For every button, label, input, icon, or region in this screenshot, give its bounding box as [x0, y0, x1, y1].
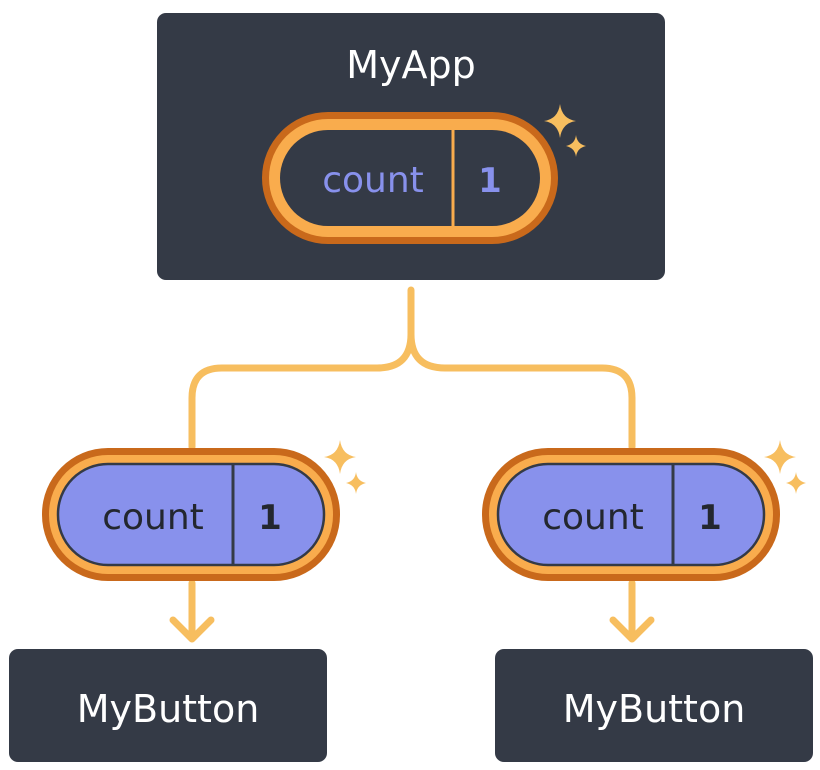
- mybutton-prop-value: 1: [698, 498, 722, 538]
- connector-branch: [188, 286, 415, 451]
- mybutton-component-right: MyButton: [495, 649, 813, 762]
- myapp-state-key: count: [322, 160, 424, 201]
- mybutton-box: [9, 649, 327, 762]
- arrow-head-icon: [169, 616, 215, 643]
- mybutton-prop-pill-right: count 1: [482, 448, 780, 581]
- sparkle-icon: [544, 104, 586, 157]
- connector-lines: [169, 286, 655, 643]
- myapp-component: MyApp count 1: [157, 13, 665, 280]
- mybutton-component-left: MyButton: [9, 649, 327, 762]
- mybutton-prop-key: count: [542, 497, 644, 538]
- mybutton-prop-key: count: [102, 497, 204, 538]
- arrow-head-icon: [609, 616, 655, 643]
- sparkle-icon: [764, 440, 806, 494]
- mybutton-box: [495, 649, 813, 762]
- myapp-state-pill: count 1: [262, 112, 558, 244]
- mybutton-prop-pill-left: count 1: [42, 448, 340, 581]
- mybutton-label: MyButton: [77, 687, 260, 731]
- mybutton-prop-value: 1: [258, 498, 282, 538]
- myapp-state-value: 1: [478, 161, 502, 201]
- sparkle-icon: [324, 440, 366, 494]
- connector-branch: [407, 330, 636, 451]
- mybutton-label: MyButton: [563, 687, 746, 731]
- myapp-label: MyApp: [346, 43, 476, 87]
